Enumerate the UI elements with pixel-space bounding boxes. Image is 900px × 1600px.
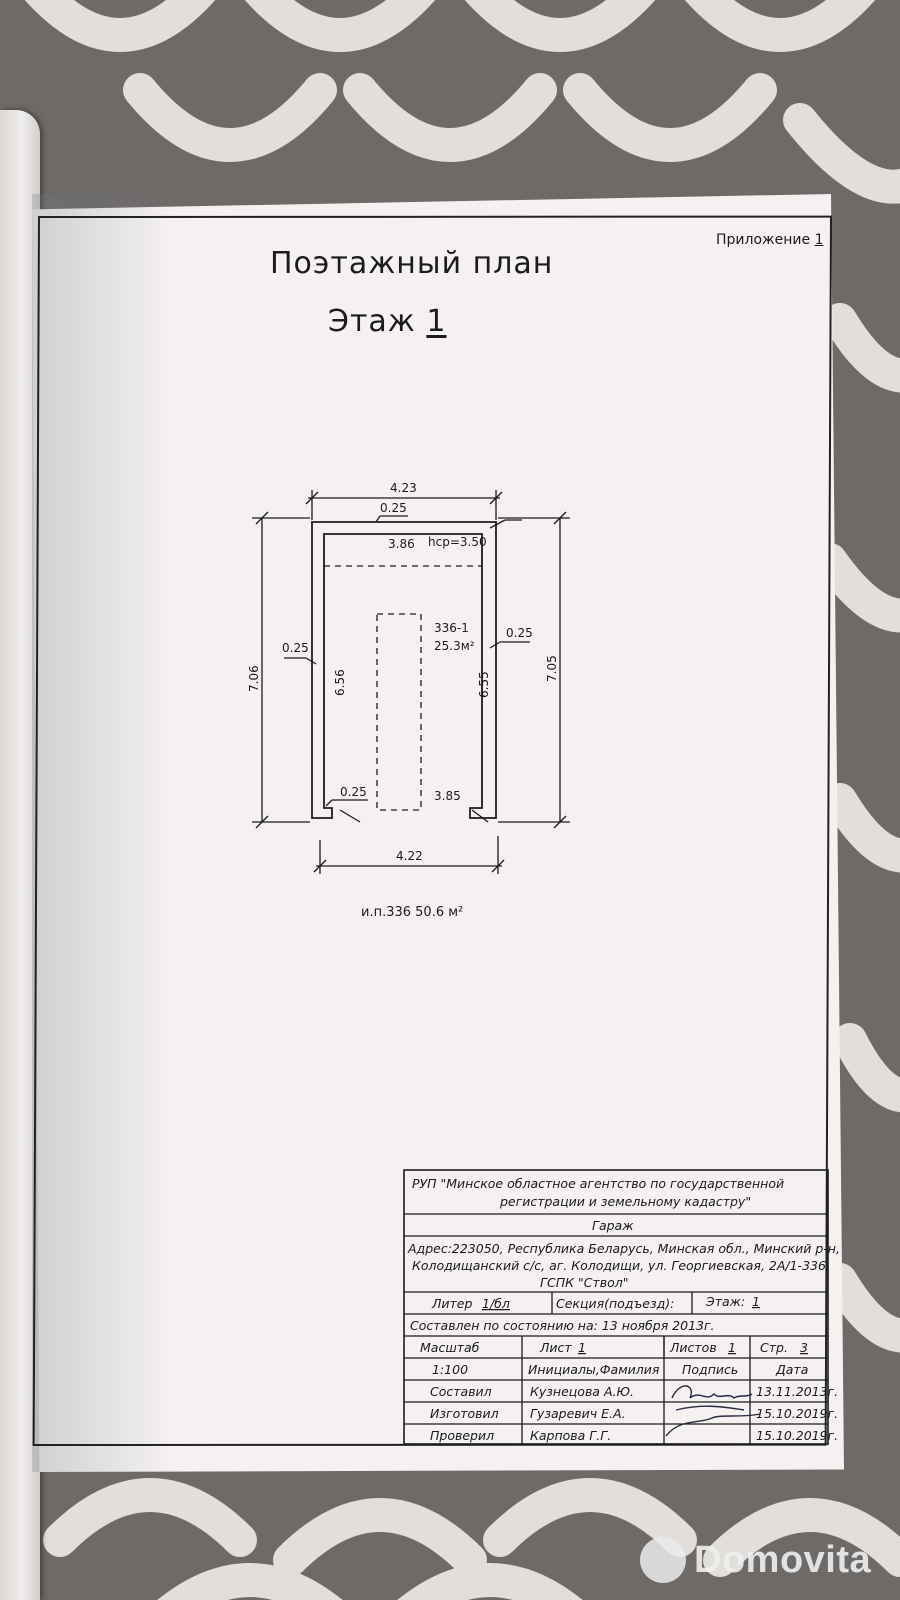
dim-inner-height-left: 6.56 (333, 669, 347, 696)
address-line-3: ГСПК "Ствол" (540, 1275, 628, 1290)
row-name-2: Гузаревич Е.А. (530, 1406, 626, 1421)
sheet-label: Лист (539, 1340, 572, 1355)
floor-value: 1 (752, 1294, 760, 1309)
section-label: Секция(подъезд): (556, 1296, 674, 1311)
page-label: Стр. (760, 1340, 788, 1355)
dim-bottom-outer: 4.22 (396, 849, 423, 863)
floor-label: Этаж: (705, 1294, 745, 1309)
liter-label: Литер (431, 1296, 472, 1311)
sheets-label: Листов (669, 1340, 717, 1355)
row-date-3: 15.10.2019г. (756, 1428, 838, 1443)
col-signature: Подпись (682, 1362, 738, 1377)
watermark-brand: Domovita (694, 1538, 872, 1581)
row-role-2: Изготовил (430, 1406, 499, 1421)
page-value: 3 (800, 1340, 808, 1355)
floor-number: 1 (426, 304, 447, 339)
address-line-2: Колодищанский с/с, аг. Колодищи, ул. Гео… (412, 1258, 830, 1273)
ceiling-height-label: hср=3.50 (428, 535, 487, 549)
dim-outer-height-left: 7.06 (247, 665, 261, 692)
room-number: 336-1 (434, 621, 469, 635)
domovita-watermark: Domovita (640, 1532, 871, 1588)
page-title: Поэтажный план (270, 246, 554, 281)
appendix-label: Приложение 1 (716, 232, 824, 248)
floor-title: Этаж 1 (328, 304, 447, 339)
room-area: 25.3м² (434, 639, 475, 653)
scale-value: 1:100 (432, 1362, 468, 1377)
sheet-value: 1 (578, 1340, 586, 1355)
row-date-1: 13.11.2013г. (756, 1384, 838, 1399)
row-name-3: Карпова Г.Г. (530, 1428, 611, 1443)
dim-wall-left: 0.25 (282, 641, 309, 655)
row-role-1: Составил (430, 1384, 492, 1399)
liter-value: 1/бл (482, 1296, 510, 1311)
dim-wall-top: 0.25 (380, 501, 407, 515)
col-date: Дата (775, 1362, 808, 1377)
dim-wall-right: 0.25 (506, 626, 533, 640)
col-initials: Инициалы,Фамилия (528, 1362, 660, 1377)
org-line-2: регистрации и земельному кадастру" (499, 1194, 751, 1209)
dim-inner-height-right: 6.55 (477, 671, 491, 698)
address-line-1: Адрес:223050, Республика Беларусь, Минск… (407, 1241, 840, 1256)
row-name-1: Кузнецова А.Ю. (530, 1384, 634, 1399)
dim-top-outer: 4.23 (390, 481, 417, 495)
signature-scribble (665, 1385, 761, 1437)
dim-outer-height-right: 7.05 (545, 655, 559, 682)
dim-inner-width-top: 3.86 (388, 537, 415, 551)
state-line: Составлен по состоянию на: 13 ноября 201… (410, 1318, 715, 1333)
sheets-value: 1 (728, 1340, 736, 1355)
document-sheet (32, 194, 844, 1472)
row-role-3: Проверил (430, 1428, 494, 1443)
domovita-logo-icon (640, 1537, 686, 1583)
object-name: Гараж (592, 1218, 634, 1233)
row-date-2: 15.10.2019г. (756, 1406, 838, 1421)
dim-inner-width-bottom: 3.85 (434, 789, 461, 803)
dim-wall-bottom: 0.25 (340, 785, 367, 799)
appendix-number: 1 (814, 232, 824, 248)
scale-label: Масштаб (420, 1340, 480, 1355)
org-line-1: РУП "Минское областное агентство по госу… (412, 1176, 784, 1191)
total-area-caption: и.п.336 50.6 м² (361, 905, 464, 920)
